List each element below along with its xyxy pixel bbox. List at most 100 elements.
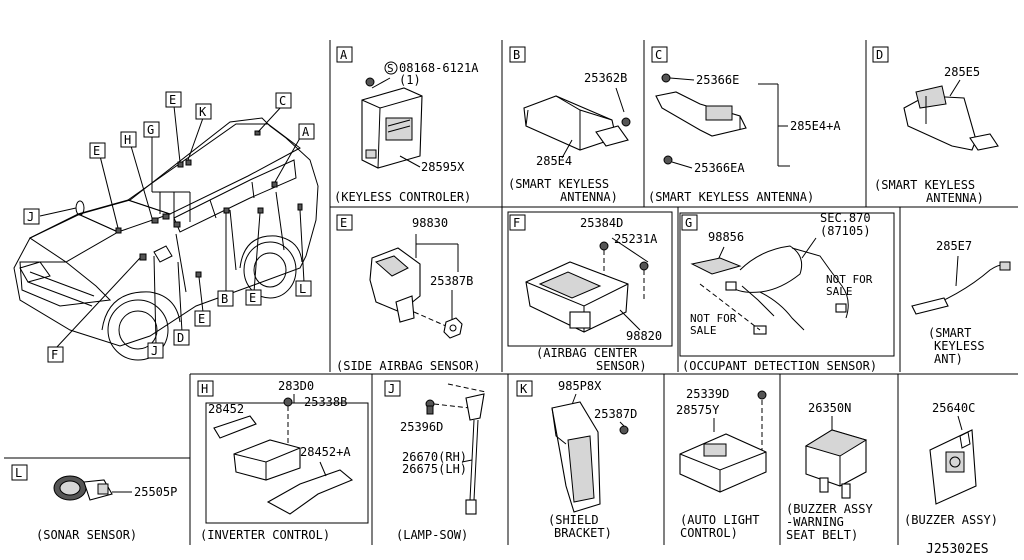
callout-l: L	[299, 282, 306, 296]
caption-d-line1: (SMART KEYLESS	[874, 178, 975, 192]
panel-buzzer-seat-belt: 26350N (BUZZER ASSY -WARNING SEAT BELT)	[786, 401, 873, 542]
caption-buz1-line3: SEAT BELT)	[786, 528, 858, 542]
part-25387B: 25387B	[430, 274, 473, 288]
diagram-code: J25302ES	[926, 542, 989, 557]
panel-buzzer-assy: 25640C (BUZZER ASSY)	[904, 401, 998, 527]
panel-smart-keyless-ant: 285E7 (SMART KEYLESS ANT)	[911, 239, 1011, 366]
part-285E7: 285E7	[936, 239, 972, 253]
caption-side-airbag: (SIDE AIRBAG SENSOR)	[336, 359, 481, 373]
part-26675-lh: 26675(LH)	[402, 462, 467, 476]
part-28575Y: 28575Y	[676, 403, 720, 417]
panel-f-airbag-center-sensor: F 25384D 25231A 98820 (AIRBAG CENTER SEN…	[507, 211, 673, 373]
panel-a-keyless-controler: A S 08168-6121A (1) 28595X (KEYLESS CONT…	[334, 46, 479, 204]
panel-j-lamp-sow: J 25396D 26670(RH) 26675(LH) (LAMP-SOW)	[384, 380, 487, 542]
sec-87105: (87105)	[820, 224, 871, 238]
part-qty: (1)	[399, 73, 421, 87]
panel-letter-h: H	[201, 382, 208, 396]
caption-ant-line3: ANT)	[934, 352, 963, 366]
part-285E5: 285E5	[944, 65, 980, 79]
part-25231A: 25231A	[614, 232, 658, 246]
panel-l-sonar-sensor: L 25505P (SONAR SENSOR)	[11, 464, 177, 542]
panel-borders	[4, 40, 1018, 545]
caption-occupant: (OCCUPANT DETECTION SENSOR)	[682, 359, 877, 373]
part-26350N: 26350N	[808, 401, 851, 415]
panel-c-smart-keyless-antenna: C 25366E 25366EA 285E4+A (SMART KEYLESS …	[648, 46, 841, 204]
vehicle-callouts: E K C A H G J E E F J D B E L	[23, 91, 315, 363]
panel-k-shield-bracket: K 985P8X 25387D (SHIELD BRACKET)	[516, 379, 637, 540]
panel-e-side-airbag-sensor: E 98830 25387B (SIDE AIRBAG SENSOR)	[336, 214, 481, 373]
not-for-sale-a-line1: NOT FOR	[826, 273, 873, 286]
callout-e-top: E	[169, 93, 176, 107]
part-25339D: 25339D	[686, 387, 729, 401]
part-98820: 98820	[626, 329, 662, 343]
panel-letter-b: B	[513, 48, 520, 62]
vehicle-body	[13, 117, 319, 347]
panel-letter-d: D	[876, 48, 883, 62]
caption-b-line1: (SMART KEYLESS	[508, 177, 609, 191]
panel-h-inverter-control: H 283D0 28452 25338B 28452+A (INVERTER C…	[197, 379, 369, 542]
not-for-sale-b-line1: NOT FOR	[690, 312, 737, 325]
callout-h: H	[124, 133, 131, 147]
part-25384D: 25384D	[580, 216, 623, 230]
part-285E4: 285E4	[536, 154, 572, 168]
caption-auto-line2: CONTROL)	[680, 526, 738, 540]
caption-keyless-controler: (KEYLESS CONTROLER)	[334, 190, 471, 204]
caption-k-line2: BRACKET)	[554, 526, 612, 540]
panel-letter-f: F	[513, 216, 520, 230]
callout-e-left: E	[93, 144, 100, 158]
part-98856: 98856	[708, 230, 744, 244]
callout-j-left: J	[27, 210, 34, 224]
caption-inverter: (INVERTER CONTROL)	[200, 528, 330, 542]
caption-buz1-line1: (BUZZER ASSY	[786, 502, 873, 516]
part-25640C: 25640C	[932, 401, 975, 415]
callout-c: C	[279, 94, 286, 108]
panel-b-smart-keyless-antenna: B 25362B 285E4 (SMART KEYLESS ANTENNA)	[508, 46, 631, 204]
callout-j-bottom: J	[151, 344, 158, 358]
part-28452: 28452	[208, 402, 244, 416]
callout-e-bottom: E	[198, 312, 205, 326]
panel-letter-j: J	[388, 382, 395, 396]
caption-d-line2: ANTENNA)	[926, 191, 984, 205]
part-08168-6121A: 08168-6121A	[399, 61, 479, 75]
panel-auto-light-control: 25339D 28575Y (AUTO LIGHT CONTROL)	[676, 387, 767, 540]
part-25362B: 25362B	[584, 71, 627, 85]
panel-letter-e: E	[340, 216, 347, 230]
caption-lamp-sow: (LAMP-SOW)	[396, 528, 468, 542]
callout-k: K	[199, 105, 207, 119]
caption-ant-line2: KEYLESS	[934, 339, 985, 353]
part-28452-A: 28452+A	[300, 445, 351, 459]
callout-e-right: E	[249, 291, 256, 305]
caption-ant-line1: (SMART	[928, 326, 971, 340]
caption-c: (SMART KEYLESS ANTENNA)	[648, 190, 814, 204]
caption-auto-line1: (AUTO LIGHT	[680, 513, 759, 527]
part-25387D: 25387D	[594, 407, 637, 421]
part-98830: 98830	[412, 216, 448, 230]
callout-d: D	[177, 331, 184, 345]
panel-letter-g: G	[685, 216, 692, 230]
not-for-sale-b-line2: SALE	[690, 324, 717, 337]
sec-870: SEC.870	[820, 211, 871, 225]
part-25396D: 25396D	[400, 420, 443, 434]
part-25338B: 25338B	[304, 395, 347, 409]
caption-f-line2: SENSOR)	[596, 359, 647, 373]
panel-letter-l: L	[15, 466, 22, 480]
part-283D0: 283D0	[278, 379, 314, 393]
panel-letter-c: C	[655, 48, 662, 62]
panel-letter-k: K	[520, 382, 528, 396]
part-985P8X: 985P8X	[558, 379, 602, 393]
part-25366E: 25366E	[696, 73, 739, 87]
part-26670-rh: 26670(RH)	[402, 450, 467, 464]
caption-k-line1: (SHIELD	[548, 513, 599, 527]
caption-b-line2: ANTENNA)	[560, 190, 618, 204]
caption-f-line1: (AIRBAG CENTER	[536, 346, 638, 360]
callout-a: A	[302, 125, 310, 139]
caption-buz1-line2: -WARNING	[786, 515, 844, 529]
part-285E4-A: 285E4+A	[790, 119, 841, 133]
screw-symbol: S	[387, 62, 394, 75]
part-25366EA: 25366EA	[694, 161, 745, 175]
not-for-sale-a-line2: SALE	[826, 285, 853, 298]
caption-sonar: (SONAR SENSOR)	[36, 528, 137, 542]
vehicle-overview	[13, 105, 319, 361]
panel-letter-a: A	[340, 48, 348, 62]
callout-g: G	[147, 123, 154, 137]
